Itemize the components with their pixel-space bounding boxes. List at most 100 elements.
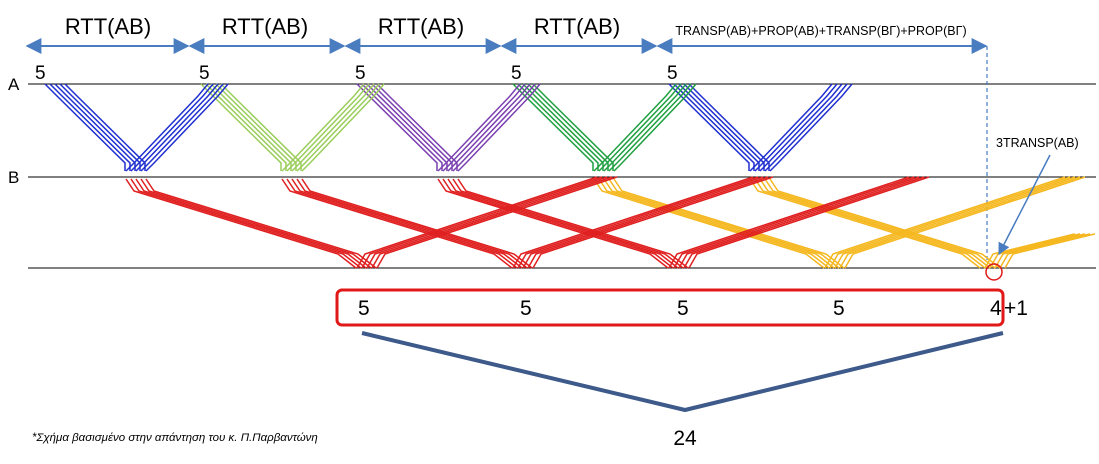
ack-bundle-3-line — [457, 83, 541, 172]
ack-bundle-5-line — [754, 83, 838, 172]
ack-bundle-4-line — [608, 83, 692, 172]
ack-bundle-5-line — [764, 83, 848, 172]
forward-bundle-1-line — [140, 178, 372, 269]
ack-bundle-4-line — [598, 83, 682, 172]
forward-bundle-4-line — [613, 178, 845, 269]
return-bundle-1-line — [371, 176, 613, 269]
forward-bundle-4-line — [603, 178, 835, 269]
result-value-1: 5 — [358, 297, 370, 320]
forward-bundle-5-line — [759, 178, 991, 269]
return-bundle-2-line — [522, 176, 764, 269]
return-bundle-1-line — [356, 176, 598, 269]
return-bundle-1-line — [361, 176, 603, 269]
forward-bundle-5-line — [749, 178, 981, 269]
window-count-3: 5 — [355, 63, 366, 84]
footnote: *Σχήμα βασισμένο στην απάντηση του κ. Π.… — [32, 432, 318, 444]
forward-bundle-5-line — [769, 178, 1001, 269]
ack-bundle-3-line — [452, 83, 536, 172]
return-bundle-4-line — [844, 176, 1086, 269]
annotation-label: 3TRANSP(AB) — [996, 136, 1079, 150]
ack-bundle-2-line — [291, 83, 375, 172]
ack-bundle-3-line — [437, 83, 521, 172]
return-bundle-5-line — [1004, 233, 1096, 269]
ack-bundle-1-line — [130, 83, 214, 172]
packet-bundles — [44, 83, 1096, 269]
ack-bundle-3-line — [442, 83, 526, 172]
ack-bundle-5-line — [759, 83, 843, 172]
interval-arrows — [25, 38, 988, 262]
return-bundle-2-line — [512, 176, 754, 269]
rtt-label-2: RTT(AB) — [222, 14, 308, 39]
return-bundle-4-line — [839, 176, 1081, 269]
rtt-label-3: RTT(AB) — [378, 14, 464, 39]
forward-bundle-1-line — [125, 178, 357, 269]
ack-bundle-2-line — [281, 83, 365, 172]
total-brace — [361, 331, 1004, 412]
last-interval-label: TRANSP(AB)+PROP(AB)+TRANSP(BΓ)+PROP(BΓ) — [675, 24, 966, 38]
forward-bundle-2-line — [296, 178, 528, 269]
ack-bundle-2-line — [296, 83, 380, 172]
return-bundle-3-line — [683, 176, 925, 269]
highlight-circle — [985, 263, 1003, 281]
forward-bundle-3-line — [452, 178, 684, 269]
forward-bundle-2-line — [281, 178, 513, 269]
node-a-label: A — [8, 75, 20, 94]
return-bundle-4-line — [824, 176, 1066, 269]
forward-bundle-2-line — [301, 178, 533, 269]
ack-bundle-4-line — [603, 83, 687, 172]
data-bundle-3-line — [356, 83, 438, 171]
return-bundle-5-line — [989, 233, 1081, 269]
return-bundle-3-line — [668, 176, 910, 269]
ack-bundle-1-line — [125, 83, 209, 172]
return-bundle-3-line — [678, 176, 920, 269]
forward-bundle-3-line — [457, 178, 689, 269]
result-box — [335, 288, 1005, 327]
forward-bundle-3-line — [437, 178, 669, 269]
result-extra: +1 — [1004, 297, 1028, 320]
forward-bundle-4-line — [608, 178, 840, 269]
return-bundle-3-line — [688, 176, 930, 269]
window-count-1: 5 — [35, 63, 46, 84]
ack-bundle-5-line — [749, 83, 833, 172]
window-count-4: 5 — [511, 63, 522, 84]
return-bundle-1-line — [376, 176, 618, 269]
ack-bundle-1-line — [140, 83, 224, 172]
return-bundle-4-line — [829, 176, 1071, 269]
forward-bundle-2-line — [286, 178, 518, 269]
forward-bundle-4-line — [598, 178, 830, 269]
forward-bundle-5-line — [764, 178, 996, 269]
ack-bundle-1-line — [145, 83, 229, 172]
result-value-3: 5 — [677, 297, 689, 320]
forward-bundle-4-line — [593, 178, 825, 269]
ack-bundle-1-line — [135, 83, 219, 172]
total-value: 24 — [673, 427, 697, 450]
ack-bundle-2-line — [301, 83, 385, 172]
return-bundle-4-line — [834, 176, 1076, 269]
return-bundle-2-line — [532, 176, 774, 269]
rtt-label-1: RTT(AB) — [65, 14, 151, 39]
return-bundle-3-line — [673, 176, 915, 269]
return-bundle-1-line — [366, 176, 608, 269]
result-value-2: 5 — [520, 297, 532, 320]
return-bundle-5-line — [984, 233, 1076, 269]
window-count-2: 5 — [199, 63, 210, 84]
return-bundle-2-line — [527, 176, 769, 269]
return-bundle-2-line — [517, 176, 759, 269]
ack-bundle-3-line — [447, 83, 531, 172]
forward-bundle-1-line — [145, 178, 377, 269]
forward-bundle-2-line — [291, 178, 523, 269]
window-count-5: 5 — [667, 63, 678, 84]
forward-bundle-3-line — [442, 178, 674, 269]
data-bundle-4-line — [512, 83, 594, 171]
data-bundle-2-line — [200, 83, 282, 171]
forward-bundle-5-line — [754, 178, 986, 269]
node-b-label: B — [8, 168, 19, 187]
annotation-arrow — [998, 154, 1051, 256]
ack-bundle-5-line — [769, 83, 853, 172]
data-bundle-1-line — [44, 83, 126, 171]
rtt-label-4: RTT(AB) — [534, 14, 620, 39]
ack-bundle-2-line — [286, 83, 370, 172]
forward-bundle-1-line — [130, 178, 362, 269]
forward-bundle-3-line — [447, 178, 679, 269]
